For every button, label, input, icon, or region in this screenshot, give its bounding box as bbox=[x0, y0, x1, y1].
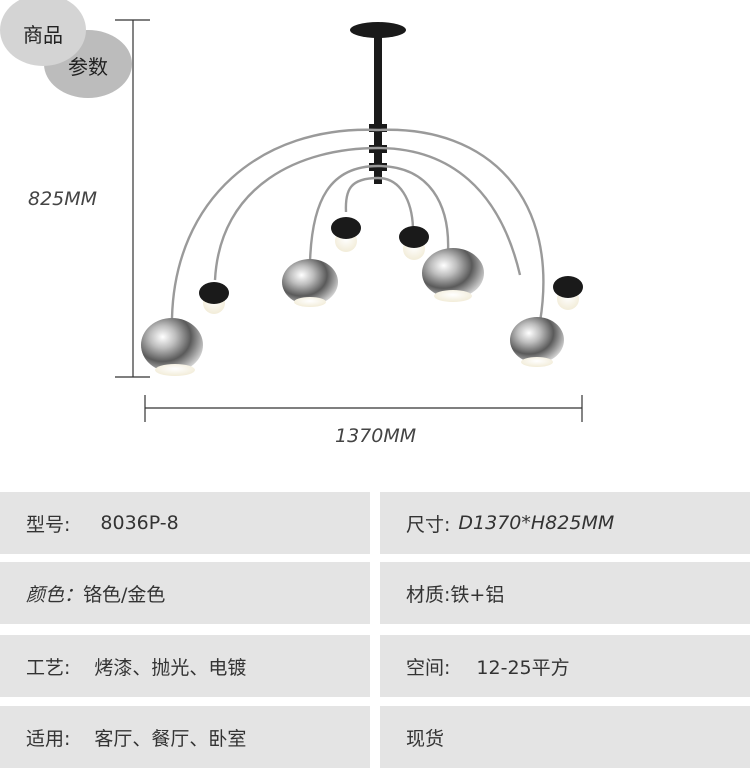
color-label: 颜色： bbox=[26, 583, 84, 606]
product-badge-label: 商品 bbox=[23, 22, 63, 47]
chrome-globe-large-left bbox=[141, 318, 203, 376]
black-shade-inner-left bbox=[331, 217, 361, 252]
height-dimension-label: 825MM bbox=[28, 188, 98, 210]
spec-material: 材质: 铁+铝 bbox=[380, 562, 750, 624]
chrome-globe-mid-right bbox=[422, 248, 484, 302]
size-label: 尺寸: bbox=[406, 513, 451, 536]
spec-row-2: 颜色： 铬色/金色 材质: 铁+铝 bbox=[0, 562, 750, 624]
spec-model: 型号: 8036P-8 bbox=[0, 492, 370, 554]
black-shade-inner-right bbox=[399, 226, 429, 260]
size-value: D1370*H825MM bbox=[458, 512, 615, 534]
product-badge: 商品 bbox=[0, 0, 86, 66]
params-badge: 参数 bbox=[44, 30, 132, 98]
usage-label: 适用: bbox=[26, 727, 71, 750]
lamp-canopy bbox=[350, 22, 406, 184]
width-dimension-line bbox=[144, 395, 583, 422]
space-value: 12-25平方 bbox=[476, 656, 570, 679]
space-label: 空间: bbox=[406, 656, 451, 679]
material-value: 铁+铝 bbox=[450, 583, 505, 606]
material-label: 材质: bbox=[406, 583, 451, 606]
black-shade-right bbox=[553, 276, 583, 310]
chrome-globe-mid-left bbox=[282, 259, 338, 307]
usage-value: 客厅、餐厅、卧室 bbox=[94, 727, 247, 750]
chandelier-illustration bbox=[115, 19, 583, 422]
model-label: 型号: bbox=[26, 513, 71, 536]
width-dimension-label: 1370MM bbox=[335, 425, 417, 447]
spec-row-1: 型号: 8036P-8 尺寸: D1370*H825MM bbox=[0, 492, 750, 554]
spec-stock: 现货 bbox=[380, 706, 750, 768]
spec-size: 尺寸: D1370*H825MM bbox=[380, 492, 750, 554]
stock-value: 现货 bbox=[406, 727, 445, 750]
craft-value: 烤漆、抛光、电镀 bbox=[94, 656, 247, 679]
black-shade-left bbox=[199, 282, 229, 314]
params-badge-label: 参数 bbox=[68, 54, 108, 79]
spec-craft: 工艺: 烤漆、抛光、电镀 bbox=[0, 635, 370, 697]
height-dimension-line bbox=[115, 19, 150, 378]
spec-color: 颜色： 铬色/金色 bbox=[0, 562, 370, 624]
chrome-globe-large-right bbox=[510, 317, 564, 367]
spec-row-3: 工艺: 烤漆、抛光、电镀 空间: 12-25平方 bbox=[0, 635, 750, 697]
spec-row-4: 适用: 客厅、餐厅、卧室 现货 bbox=[0, 706, 750, 768]
craft-label: 工艺: bbox=[26, 656, 71, 679]
model-value: 8036P-8 bbox=[100, 512, 179, 534]
spec-space: 空间: 12-25平方 bbox=[380, 635, 750, 697]
spec-usage: 适用: 客厅、餐厅、卧室 bbox=[0, 706, 370, 768]
color-value: 铬色/金色 bbox=[83, 583, 166, 606]
lamp-arms bbox=[170, 128, 545, 323]
